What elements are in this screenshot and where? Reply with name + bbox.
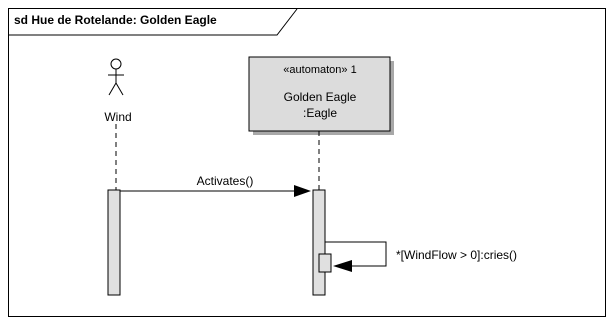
object-name-label: Golden Eagle :Eagle <box>250 89 390 121</box>
stick-figure-actor-icon[interactable] <box>108 58 124 96</box>
arrowhead-icon <box>294 185 311 197</box>
object-name: Golden Eagle <box>283 90 357 104</box>
actor-name-label: Wind <box>104 110 132 124</box>
wind-activation-bar[interactable] <box>107 189 121 296</box>
golden-eagle-activation-bar[interactable] <box>312 189 326 296</box>
cries-message-label: *[WindFlow > 0]:cries() <box>396 248 518 262</box>
frame-title-tab <box>9 8 298 36</box>
frame-title: sd Hue de Rotelande: Golden Eagle <box>14 13 217 27</box>
golden-eagle-object-box[interactable] <box>248 56 391 132</box>
arrowhead-icon <box>333 260 352 272</box>
object-type: :Eagle <box>302 106 338 120</box>
cries-self-message-line[interactable] <box>325 241 387 267</box>
object-stereotype-label: «automaton» 1 <box>283 64 357 76</box>
nested-activation-bar[interactable] <box>318 253 332 273</box>
activates-message-label: Activates() <box>196 174 254 188</box>
